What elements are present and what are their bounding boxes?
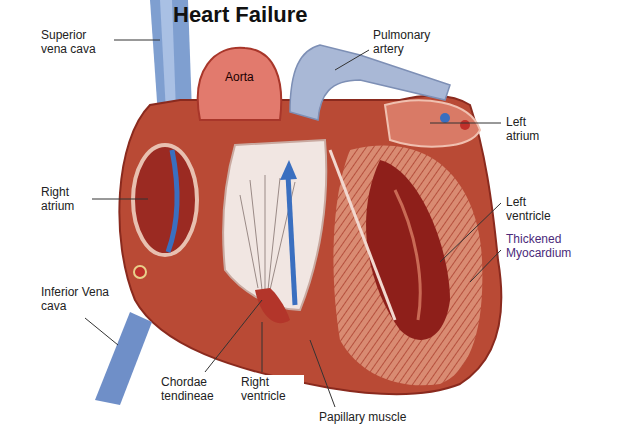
- chamber-label: Right atrium: [40, 185, 92, 213]
- title: Heart Failure: [173, 2, 308, 28]
- vessel-label: Aorta: [224, 70, 255, 84]
- vessel-label: Pulmonary artery: [372, 28, 446, 56]
- structure-label: Chordae tendineae: [160, 375, 234, 403]
- chamber-label: Left ventricle: [505, 195, 569, 223]
- vessel-label: Inferior Vena cava: [40, 285, 114, 313]
- structure-label: Papillary muscle: [318, 410, 407, 424]
- tissue-label: Thickened Myocardium: [505, 232, 599, 260]
- chamber-label: Right ventricle: [240, 375, 304, 403]
- chamber-label: Left atrium: [505, 115, 559, 143]
- vessel-label: Superior vena cava: [40, 28, 114, 56]
